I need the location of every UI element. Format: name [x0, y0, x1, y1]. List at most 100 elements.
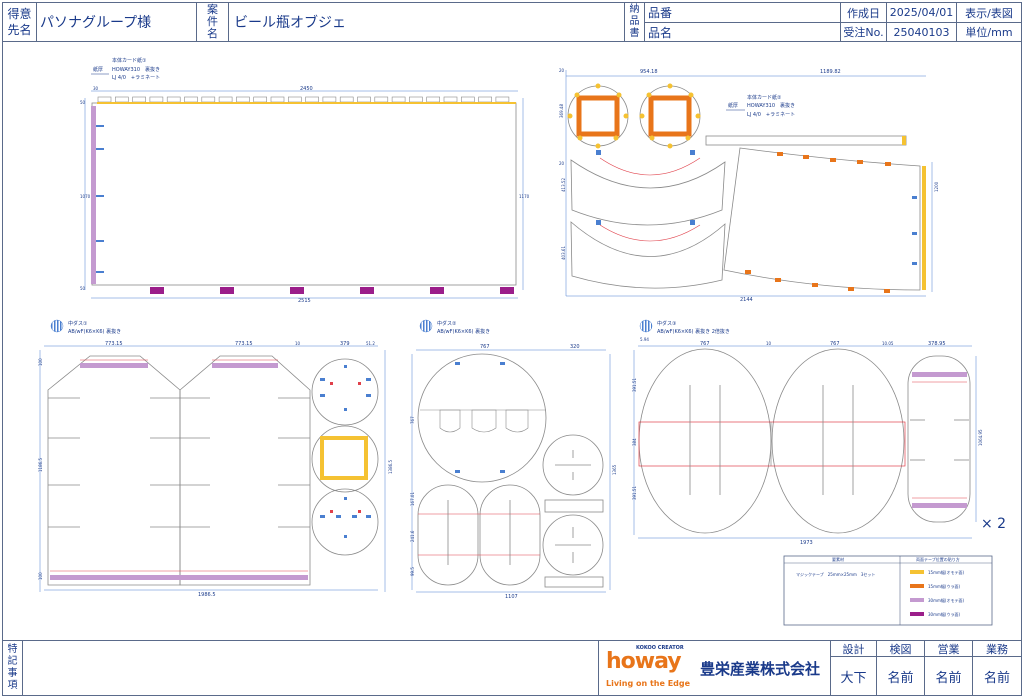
glue-tab	[409, 96, 423, 103]
glue-tab	[478, 96, 492, 103]
panel5-material: AB/wF(K6×K6) 裏抜き 2倍抜き	[657, 328, 730, 335]
panel1-dim-top: 2450	[300, 86, 313, 92]
name-1: 大下	[840, 670, 867, 686]
glue-tab	[495, 96, 510, 103]
notes-label-4: 項	[7, 680, 18, 691]
glue-tab	[357, 96, 371, 103]
panel3-dim-top-a: 773.15	[105, 341, 123, 347]
glue-tab	[166, 96, 181, 103]
panel4-dim-left-a: 767	[410, 416, 415, 424]
created-value: 2025/04/01	[889, 6, 954, 19]
panel5-dim-bottom: 1973	[800, 540, 813, 546]
glue-tab	[339, 96, 354, 103]
panel5-multiplier: × 2	[981, 516, 1006, 532]
logo-tag: KOKOO CREATOR	[636, 645, 684, 651]
panel4-dim-bottom: 1107	[505, 594, 518, 600]
glue-tab	[236, 96, 250, 103]
legend-material-text: マジックテープ 25mm×25mm 3セット	[796, 571, 875, 577]
panel1-material: HOWAY310 裏抜き	[112, 66, 160, 73]
panel3-hatch-icon	[50, 319, 64, 333]
legend-item-label: 30mm幅(ウラ面)	[928, 611, 960, 617]
panel1-dim-top-left: 30	[93, 86, 99, 91]
notes-label-3: 事	[7, 668, 18, 679]
legend-item-label: 15mm幅(ウラ面)	[928, 583, 960, 589]
panel5-dim-top-f: 5.94	[640, 337, 649, 342]
item-no-label: 品番	[648, 6, 673, 20]
panel4-dim-top-b: 320	[570, 344, 580, 350]
name-3: 名前	[935, 670, 962, 686]
company-logo: KOKOO CREATOR howay Living on the Edge	[604, 645, 690, 691]
panel5-dim-top-a: 767	[700, 341, 710, 347]
glue-tab	[305, 96, 319, 103]
panel5-dim-left-b: 384	[632, 438, 637, 446]
panel5-dim-left-c: 391.51	[632, 486, 637, 500]
panel3-material: AB/wF(K6×K6) 裏抜き	[68, 328, 121, 335]
created-label: 作成日	[847, 6, 880, 20]
panel4-dim-left-b: 167.01	[410, 492, 415, 506]
panel1-dim-left-mid: 1070	[80, 194, 91, 199]
panel5-dim-top-e: 378.95	[928, 341, 946, 347]
panel-5: 中ダス③ AB/wF(K6×K6) 裏抜き 2倍抜き 5.94 767 10 7…	[632, 319, 1006, 546]
panel-3: 中ダス① AB/wF(K6×K6) 裏抜き 773.15 773.15 10 3…	[38, 319, 393, 598]
project-label: 案 件 名	[197, 3, 228, 41]
delivery-label-line2: 品	[629, 16, 640, 27]
client-name: パソナグループ様	[40, 15, 152, 31]
glue-tab	[374, 96, 389, 103]
panel3-dim-left-c: 100	[38, 572, 43, 580]
panel2-dim-top-a: 954.18	[640, 69, 658, 75]
glue-tab	[201, 96, 216, 103]
notes-label: 特 記 事 項	[3, 641, 22, 695]
project-label-line2: 件	[207, 15, 218, 28]
panel2-dim-left-d: 413.52	[561, 178, 566, 192]
notes-label-1: 特	[7, 644, 18, 655]
glue-tab	[115, 96, 129, 103]
glue-tab	[287, 96, 302, 103]
panel1-print: LJ 4/0 +ラミネート	[112, 75, 160, 81]
panel3-dim-left-b: 1186.5	[38, 458, 43, 472]
delivery-label-line1: 納	[629, 4, 640, 15]
panel-2: 954.18 1189.82 本体カード紙② 紙厚 HOWAY310 裏抜き L…	[559, 68, 939, 303]
panel4-hatch-icon	[419, 319, 433, 333]
panel3-dim-top-c: 10	[295, 341, 301, 346]
legend-item-label: 30mm幅(オモテ面)	[928, 597, 964, 603]
notes-label-2: 記	[7, 656, 18, 667]
glue-tab	[253, 96, 267, 103]
legend-swatch	[910, 598, 924, 602]
glue-tab	[132, 96, 146, 103]
glue-tab	[322, 96, 337, 103]
panel2-dim-top-b: 1189.82	[820, 69, 841, 75]
panel3-dim-top-e: 51.2	[366, 341, 375, 346]
project-label-line1: 案	[207, 3, 218, 16]
panel1-dim-right: 1170	[519, 194, 530, 199]
panel-4: 中ダス② AB/wF(K6×K6) 裏抜き 767 320	[410, 319, 617, 600]
client-label: 得意 先名	[3, 3, 36, 41]
glue-tab	[443, 96, 458, 103]
panel3-dim-top-b: 773.15	[235, 341, 253, 347]
panel4-title: 中ダス②	[437, 320, 457, 327]
panel4-dim-right: 1365	[612, 464, 617, 475]
order-no-value: 25040103	[893, 25, 950, 39]
legend-col2-header: 両面テープ位置の貼り方	[916, 556, 960, 562]
footer-frame	[2, 640, 1022, 696]
panel3-dim-bottom: 1986.5	[198, 592, 216, 598]
logo-slogan: Living on the Edge	[606, 679, 691, 688]
order-no-label: 受注No.	[843, 26, 884, 39]
panel-1: 紙厚 本体カード紙① HOWAY310 裏抜き LJ 4/0 +ラミネート 24…	[80, 57, 530, 304]
panel5-dim-top-b: 10	[766, 341, 772, 346]
company-name: 豊栄産業株式会社	[699, 659, 820, 678]
glue-tab	[270, 96, 285, 103]
role-2: 検図	[889, 642, 912, 656]
glue-tab	[391, 96, 406, 103]
panel1-dim-left-top: 50	[80, 100, 86, 105]
panel4-dim-left-c: 241.6	[410, 530, 415, 542]
panel5-dim-right: 1064.95	[978, 429, 983, 446]
role-3: 営業	[937, 642, 960, 656]
panel2-print: LJ 4/0 +ラミネート	[747, 112, 795, 118]
name-2: 名前	[887, 670, 914, 686]
panel3-title: 中ダス①	[68, 320, 88, 327]
glue-tab	[97, 96, 112, 103]
legend-swatch	[910, 612, 924, 616]
legend-swatch	[910, 584, 924, 588]
